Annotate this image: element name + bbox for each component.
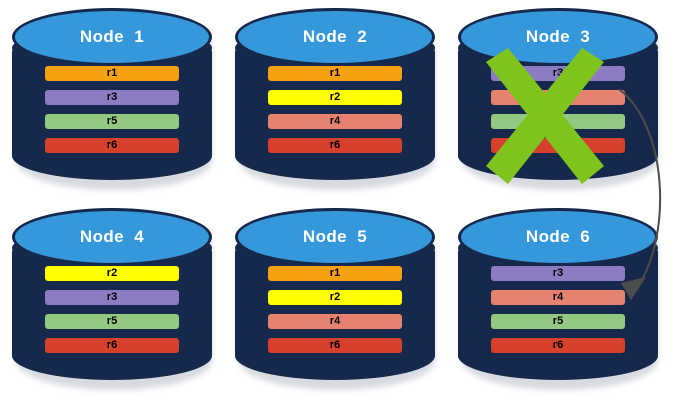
record-bar[interactable]: r1 <box>268 266 402 281</box>
record-bar-list: r1 r2 r4 r6 <box>268 66 402 153</box>
record-bar[interactable]: r3 <box>45 90 179 105</box>
node-cylinder-5[interactable]: Node 5 r1 r2 r4 r6 <box>235 208 435 390</box>
record-bar[interactable]: r2 <box>268 290 402 305</box>
record-bar[interactable]: r3 <box>491 66 625 81</box>
record-bar-list: r2 r3 r5 r6 <box>45 266 179 353</box>
node-label: Node 6 <box>525 227 591 246</box>
record-bar[interactable]: r5 <box>45 114 179 129</box>
record-bar[interactable]: r6 <box>268 338 402 353</box>
record-bar[interactable]: r3 <box>491 266 625 281</box>
record-bar[interactable]: r4 <box>268 114 402 129</box>
record-bar[interactable] <box>491 114 625 129</box>
record-bar[interactable] <box>491 90 625 105</box>
cylinder-top <box>12 208 212 266</box>
cylinder-top <box>235 208 435 266</box>
record-bar[interactable]: r2 <box>45 266 179 281</box>
record-bar[interactable]: r4 <box>268 314 402 329</box>
record-bar-list: r1 r3 r5 r6 <box>45 66 179 153</box>
record-bar[interactable]: r1 <box>268 66 402 81</box>
record-bar[interactable]: r6 <box>45 338 179 353</box>
node-cylinder-2[interactable]: Node 2 r1 r2 r4 r6 <box>235 8 435 190</box>
node-label: Node 4 <box>79 227 145 246</box>
node-cylinder-1[interactable]: Node 1 r1 r3 r5 r6 <box>12 8 212 190</box>
record-bar[interactable]: r6 <box>491 338 625 353</box>
node-cylinder-4[interactable]: Node 4 r2 r3 r5 r6 <box>12 208 212 390</box>
record-bar[interactable] <box>491 138 625 153</box>
record-bar[interactable]: r6 <box>268 138 402 153</box>
record-bar[interactable]: r5 <box>491 314 625 329</box>
node-label: Node 3 <box>525 27 591 46</box>
node-label: Node 1 <box>79 27 145 46</box>
cylinder-top <box>235 8 435 66</box>
record-bar-list: r3 r4 r5 r6 <box>491 266 625 353</box>
record-bar-list: r3 <box>491 66 625 153</box>
record-bar[interactable]: r3 <box>45 290 179 305</box>
node-label: Node 5 <box>302 227 368 246</box>
record-bar[interactable]: r2 <box>268 90 402 105</box>
node-cylinder-3[interactable]: Node 3 r3 <box>458 8 658 190</box>
node-cylinder-6[interactable]: Node 6 r3 r4 r5 r6 <box>458 208 658 390</box>
record-bar[interactable]: r4 <box>491 290 625 305</box>
record-bar[interactable]: r5 <box>45 314 179 329</box>
node-label: Node 2 <box>302 27 368 46</box>
cylinder-top <box>12 8 212 66</box>
record-bar[interactable]: r6 <box>45 138 179 153</box>
record-bar[interactable]: r1 <box>45 66 179 81</box>
record-bar-list: r1 r2 r4 r6 <box>268 266 402 353</box>
